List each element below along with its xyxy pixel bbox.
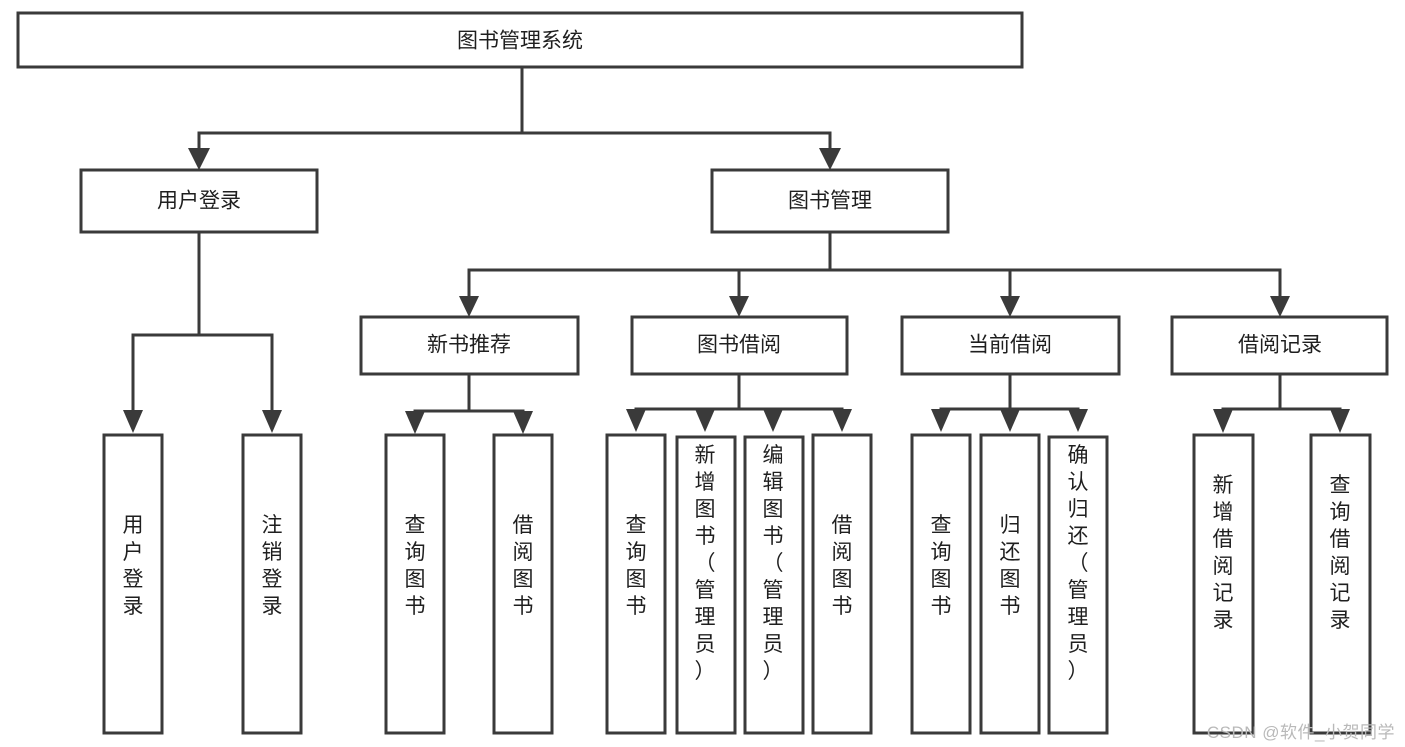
node-leaf-borrow-book-1[interactable]: 借阅图书: [492, 433, 554, 735]
node-leaf-borrow-book-2-label: 借阅图书: [832, 514, 853, 618]
node-leaf-query-book-2-label: 查询图书: [626, 514, 647, 618]
connector-layer: [123, 65, 1350, 434]
node-leaf-borrow-book-1-box[interactable]: [492, 433, 554, 735]
node-leaf-add-record-label: 新增借阅记录: [1213, 474, 1234, 632]
node-leaf-user-login-box[interactable]: [102, 433, 164, 735]
node-leaf-borrow-book-1-label: 借阅图书: [513, 514, 534, 618]
node-root-box[interactable]: [16, 11, 1024, 69]
node-leaf-query-record[interactable]: 查询借阅记录: [1309, 433, 1372, 735]
arrow-head-leaf-query-book-3: [931, 409, 951, 432]
node-new-book-recommend[interactable]: 新书推荐: [359, 315, 580, 376]
node-borrow-record-label: 借阅记录: [1238, 334, 1322, 357]
node-leaf-add-book-label: 新增图书（管理员）: [695, 444, 716, 683]
arrow-head-leaf-user-login: [123, 410, 143, 433]
node-leaf-user-logout-label: 注销登录: [262, 514, 283, 618]
node-leaf-query-book-3-box[interactable]: [910, 433, 972, 735]
node-leaf-query-book-1-box[interactable]: [384, 433, 446, 735]
node-borrow-record-box[interactable]: [1170, 315, 1389, 376]
node-leaf-edit-book[interactable]: 编辑图书（管理员）: [743, 435, 805, 735]
node-new-book-recommend-label: 新书推荐: [427, 334, 511, 357]
node-root-label: 图书管理系统: [457, 30, 583, 53]
node-borrow-record[interactable]: 借阅记录: [1170, 315, 1389, 376]
node-user-login-box[interactable]: [79, 168, 319, 234]
arrow-head-leaf-query-record: [1330, 409, 1350, 433]
arrow-head-user-login: [188, 148, 210, 170]
arrow-head-leaf-query-book-2: [626, 409, 646, 432]
node-leaf-add-record[interactable]: 新增借阅记录: [1192, 433, 1255, 735]
node-leaf-query-book-3-label: 查询图书: [931, 514, 952, 618]
node-user-login[interactable]: 用户登录: [79, 168, 319, 234]
node-leaf-return-book-label: 归还图书: [1000, 514, 1021, 618]
node-leaf-confirm-return-box[interactable]: [1047, 435, 1109, 735]
arrow-head-leaf-borrow-book-1: [513, 411, 533, 434]
arrow-head-book-borrow: [729, 296, 749, 317]
node-leaf-query-record-label: 查询借阅记录: [1330, 474, 1351, 632]
node-current-borrow-box[interactable]: [900, 315, 1121, 376]
arrow-head-leaf-borrow-book-2: [832, 409, 852, 432]
node-leaf-return-book[interactable]: 归还图书: [979, 433, 1041, 735]
arrow-head-leaf-return-book: [1000, 409, 1020, 432]
node-leaf-add-book-box[interactable]: [675, 435, 737, 735]
node-book-borrow-label: 图书借阅: [697, 334, 781, 357]
node-leaf-edit-book-box[interactable]: [743, 435, 805, 735]
node-leaf-edit-book-label: 编辑图书（管理员）: [763, 444, 784, 683]
arrow-head-leaf-user-logout: [262, 410, 282, 433]
node-leaf-return-book-box[interactable]: [979, 433, 1041, 735]
node-leaf-confirm-return[interactable]: 确认归还（管理员）: [1047, 435, 1109, 735]
node-leaf-query-book-1[interactable]: 查询图书: [384, 433, 446, 735]
node-leaf-query-book-3[interactable]: 查询图书: [910, 433, 972, 735]
arrow-head-leaf-add-book: [695, 409, 715, 432]
node-leaf-query-book-2-box[interactable]: [605, 433, 667, 735]
node-leaf-user-logout[interactable]: 注销登录: [241, 433, 303, 735]
node-leaf-add-record-box[interactable]: [1192, 433, 1255, 735]
node-leaf-user-login-label: 用户登录: [123, 514, 144, 618]
node-current-borrow[interactable]: 当前借阅: [900, 315, 1121, 376]
arrow-head-new-book-recommend: [459, 296, 479, 317]
node-leaf-query-book-2[interactable]: 查询图书: [605, 433, 667, 735]
csdn-watermark: CSDN @软件_小贺同学: [1206, 723, 1395, 742]
node-leaf-user-login[interactable]: 用户登录: [102, 433, 164, 735]
node-book-borrow[interactable]: 图书借阅: [630, 315, 849, 376]
arrow-head-leaf-add-record: [1213, 409, 1233, 433]
node-leaf-borrow-book-2[interactable]: 借阅图书: [811, 433, 873, 735]
node-leaf-query-record-box[interactable]: [1309, 433, 1372, 735]
node-leaf-query-book-1-label: 查询图书: [405, 514, 426, 618]
node-book-management-label: 图书管理: [788, 190, 872, 213]
arrow-head-leaf-edit-book: [763, 409, 783, 432]
arrow-head-book-management: [819, 148, 841, 170]
arrow-head-leaf-confirm-return: [1068, 409, 1088, 432]
node-current-borrow-label: 当前借阅: [968, 334, 1052, 357]
node-user-login-label: 用户登录: [157, 190, 241, 213]
arrow-head-current-borrow: [1000, 296, 1020, 317]
node-root[interactable]: 图书管理系统: [16, 11, 1024, 69]
node-book-management-box[interactable]: [710, 168, 950, 234]
arrow-head-leaf-query-book-1: [405, 411, 425, 434]
node-leaf-confirm-return-label: 确认归还（管理员）: [1068, 444, 1089, 683]
node-book-management[interactable]: 图书管理: [710, 168, 950, 234]
node-leaf-add-book[interactable]: 新增图书（管理员）: [675, 435, 737, 735]
node-leaf-borrow-book-2-box[interactable]: [811, 433, 873, 735]
arrow-head-borrow-record: [1270, 296, 1290, 317]
node-new-book-recommend-box[interactable]: [359, 315, 580, 376]
node-leaf-user-logout-box[interactable]: [241, 433, 303, 735]
node-book-borrow-box[interactable]: [630, 315, 849, 376]
